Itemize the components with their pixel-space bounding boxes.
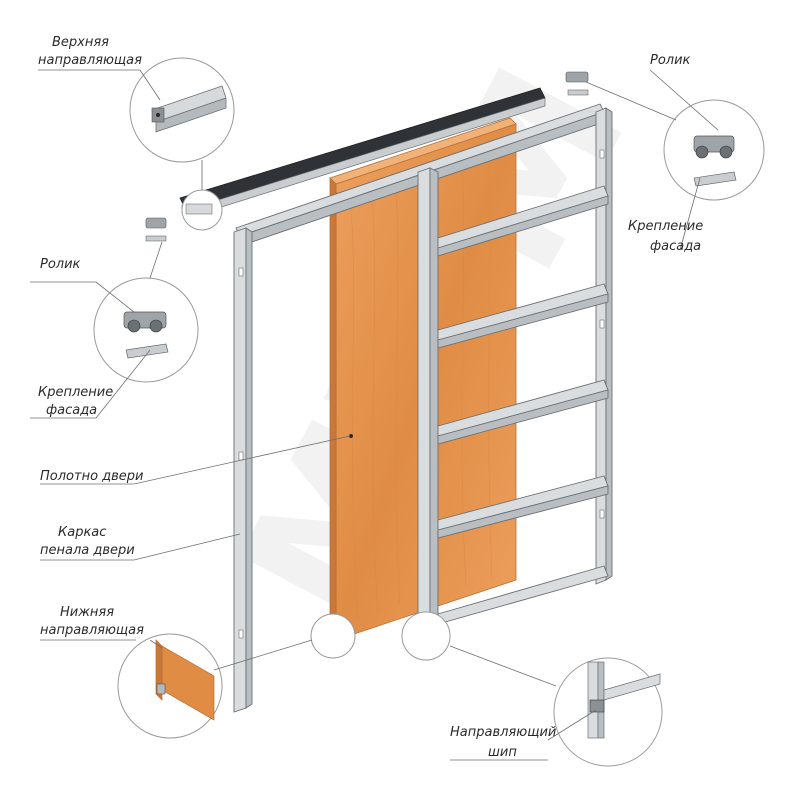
- detail-roller-left: [93, 277, 199, 383]
- label-mount-left-2: фасада: [46, 403, 97, 418]
- cue-roller-left: [145, 217, 167, 242]
- label-top-rail-2: направляющая: [38, 53, 142, 68]
- label-mount-right-1: Крепление: [628, 219, 703, 234]
- label-roller-right: Ролик: [650, 53, 691, 68]
- label-bottom-rail-2: направляющая: [40, 623, 144, 638]
- label-guide-pin-2: шип: [488, 745, 517, 760]
- label-mount-right-2: фасада: [650, 239, 701, 254]
- label-guide-pin-1: Направляющий: [450, 725, 556, 740]
- label-frame-1: Каркас: [58, 525, 106, 540]
- label-roller-left: Ролик: [40, 257, 81, 272]
- detail-roller-right: [663, 99, 765, 201]
- door-frame: [233, 103, 613, 713]
- cue-guide-pin: [401, 611, 451, 661]
- cue-bottom-rail: [310, 613, 356, 659]
- door-leaf-marker: [349, 434, 353, 438]
- leader-lines: [30, 69, 719, 761]
- detail-top-rail: [129, 57, 235, 163]
- label-bottom-rail-1: Нижняя: [60, 605, 114, 620]
- label-mount-left-1: Крепление: [38, 385, 113, 400]
- top-rail: [179, 87, 546, 219]
- label-top-rail-1: Верхняя: [52, 35, 109, 50]
- detail-bottom-rail: [117, 633, 223, 739]
- cue-roller-right: [565, 71, 589, 96]
- labels: Верхняя направляющая Ролик Крепление фас…: [38, 35, 703, 760]
- label-frame-2: пенала двери: [40, 543, 135, 558]
- detail-guide-pin: [553, 657, 663, 767]
- label-door-leaf: Полотно двери: [40, 469, 144, 484]
